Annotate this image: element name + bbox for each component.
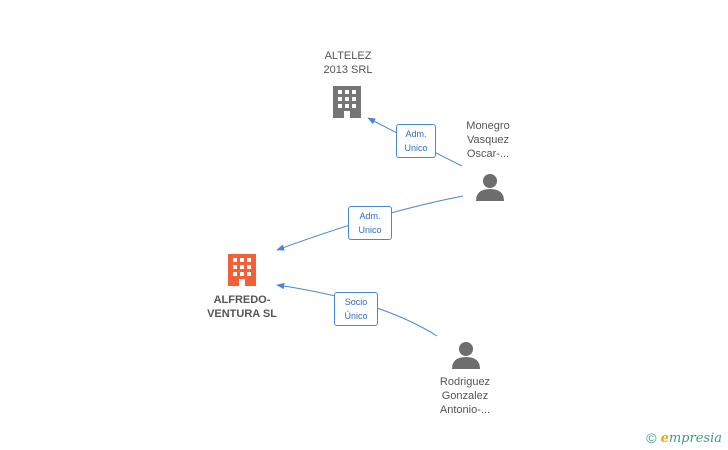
copyright-icon: © (646, 430, 657, 446)
node-label-altelez[interactable]: ALTELEZ 2013 SRL (323, 50, 373, 76)
brand-name: empresia (660, 430, 722, 446)
person-icon[interactable] (476, 174, 504, 201)
node-label-alfredo[interactable]: ALFREDO- VENTURA SL (207, 294, 277, 320)
person-icon[interactable] (452, 342, 480, 369)
edge-badge-adm-unico[interactable]: Adm. Unico (396, 124, 436, 158)
building-icon[interactable] (333, 86, 361, 118)
node-label-rodriguez[interactable]: Rodriguez Gonzalez Antonio-... (439, 376, 491, 416)
building-icon-main[interactable] (228, 254, 256, 286)
empresia-logo[interactable]: © empresia (646, 430, 722, 446)
node-label-monegro[interactable]: Monegro Vasquez Oscar-... (466, 120, 510, 160)
edge-badge-adm-unico[interactable]: Adm. Unico (348, 206, 392, 240)
edge-badge-socio-unico[interactable]: Socio Único (334, 292, 378, 326)
